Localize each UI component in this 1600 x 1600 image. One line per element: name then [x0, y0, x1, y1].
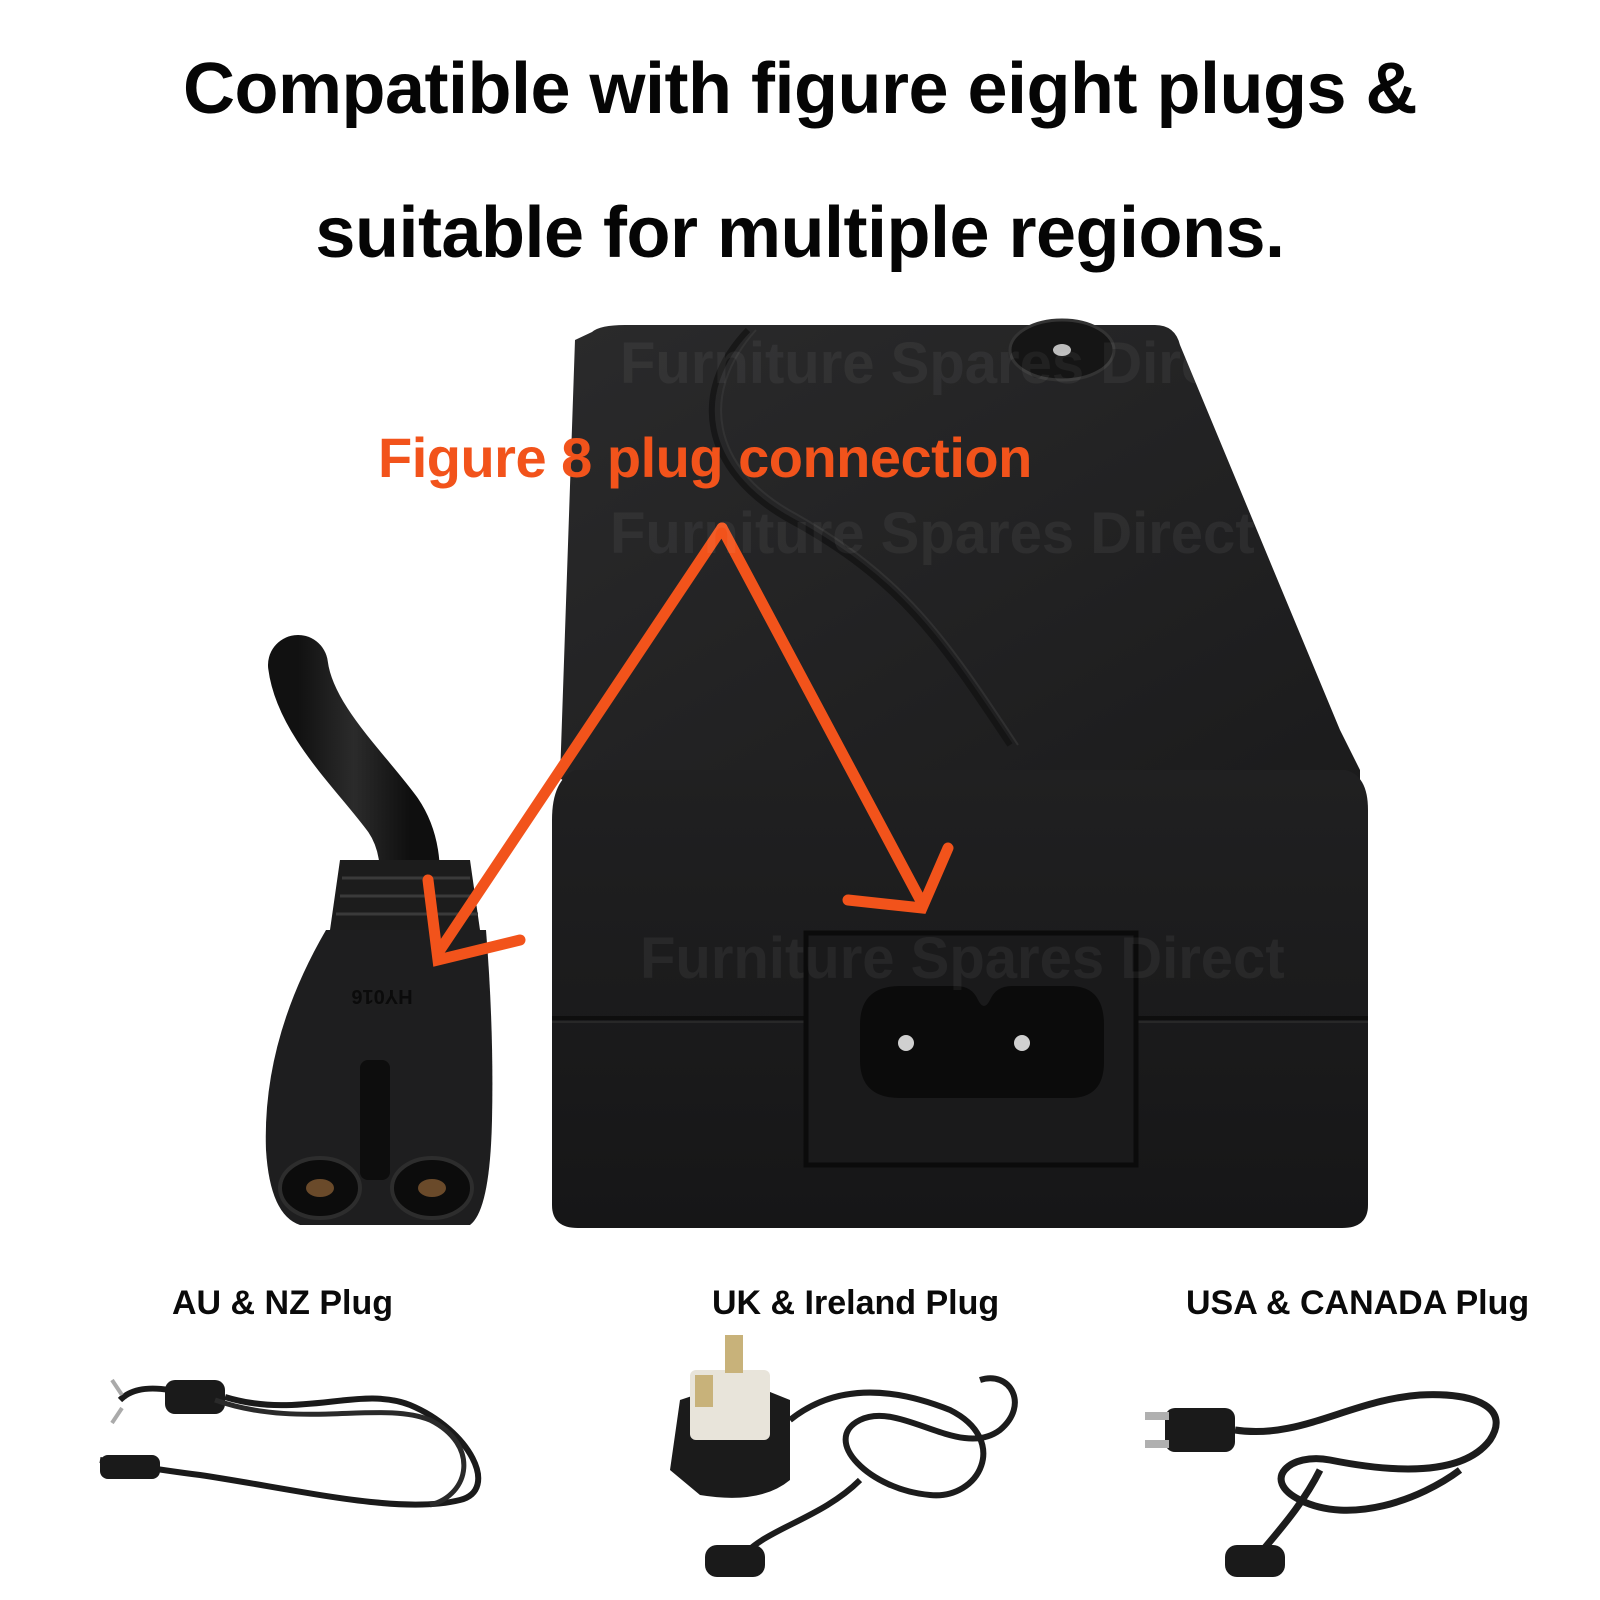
led-indicator: [1008, 318, 1116, 382]
watermark: Furniture Spares Direct: [610, 501, 1255, 566]
arrow-head-connector: [422, 874, 526, 967]
figure-8-callout: Figure 8 plug connection: [378, 426, 1032, 489]
c8-inlet: [860, 986, 1104, 1098]
au-nz-plug-label: AU & NZ Plug: [172, 1284, 393, 1322]
figure-8-connector-cable: HY016: [265, 635, 493, 1225]
usa-canada-plug-image: [1145, 1391, 1500, 1577]
adapter-top-face: [560, 325, 1360, 790]
headline-line-1: Compatible with figure eight plugs &: [183, 49, 1417, 129]
connector-model-text: HY016: [351, 985, 412, 1007]
arrow-to-connector: [432, 522, 728, 959]
headline-line-2: suitable for multiple regions.: [315, 193, 1285, 273]
arrow-head-inlet: [842, 842, 954, 914]
uk-ireland-plug-label: UK & Ireland Plug: [712, 1284, 1000, 1322]
callout-arrows: [422, 522, 954, 967]
connector-sockets: [278, 1060, 474, 1220]
arrow-to-inlet: [716, 522, 928, 909]
uk-ireland-plug-image: [670, 1335, 1018, 1577]
usa-canada-plug-label: USA & CANADA Plug: [1186, 1284, 1530, 1322]
watermark: Furniture Spares Direct: [640, 926, 1285, 991]
power-adapter: [552, 318, 1368, 1228]
watermark: Furniture Spares Direct: [620, 331, 1265, 396]
au-nz-plug-image: [99, 1378, 482, 1508]
adapter-swoosh: [708, 327, 1013, 747]
